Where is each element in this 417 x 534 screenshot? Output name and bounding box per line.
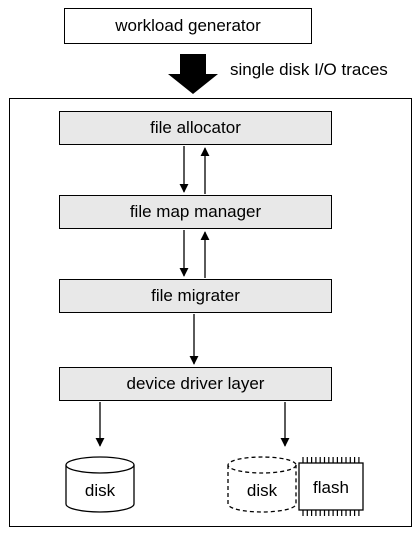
file-map-manager-label: file map manager: [129, 202, 262, 221]
flash-label: flash: [313, 478, 349, 497]
file-migrater-label: file migrater: [151, 286, 240, 305]
trace-label: single disk I/O traces: [230, 60, 388, 79]
system-frame: [9, 98, 412, 527]
device-driver-layer-box: device driver layer: [59, 367, 332, 401]
workload-generator-label: workload generator: [115, 16, 261, 35]
file-allocator-label: file allocator: [150, 118, 241, 137]
big-down-arrow: [168, 54, 218, 94]
file-allocator-box: file allocator: [59, 111, 332, 145]
disk-cylinder-icon: disk: [65, 456, 135, 513]
file-migrater-box: file migrater: [59, 279, 332, 313]
dashed-disk-label: disk: [247, 481, 278, 500]
workload-generator-box: workload generator: [64, 8, 312, 44]
device-driver-layer-label: device driver layer: [126, 374, 265, 393]
disk-label: disk: [85, 481, 116, 500]
dashed-disk-cylinder-icon: disk: [227, 456, 297, 513]
file-map-manager-box: file map manager: [59, 195, 332, 229]
flash-chip-icon: flash: [298, 457, 364, 516]
